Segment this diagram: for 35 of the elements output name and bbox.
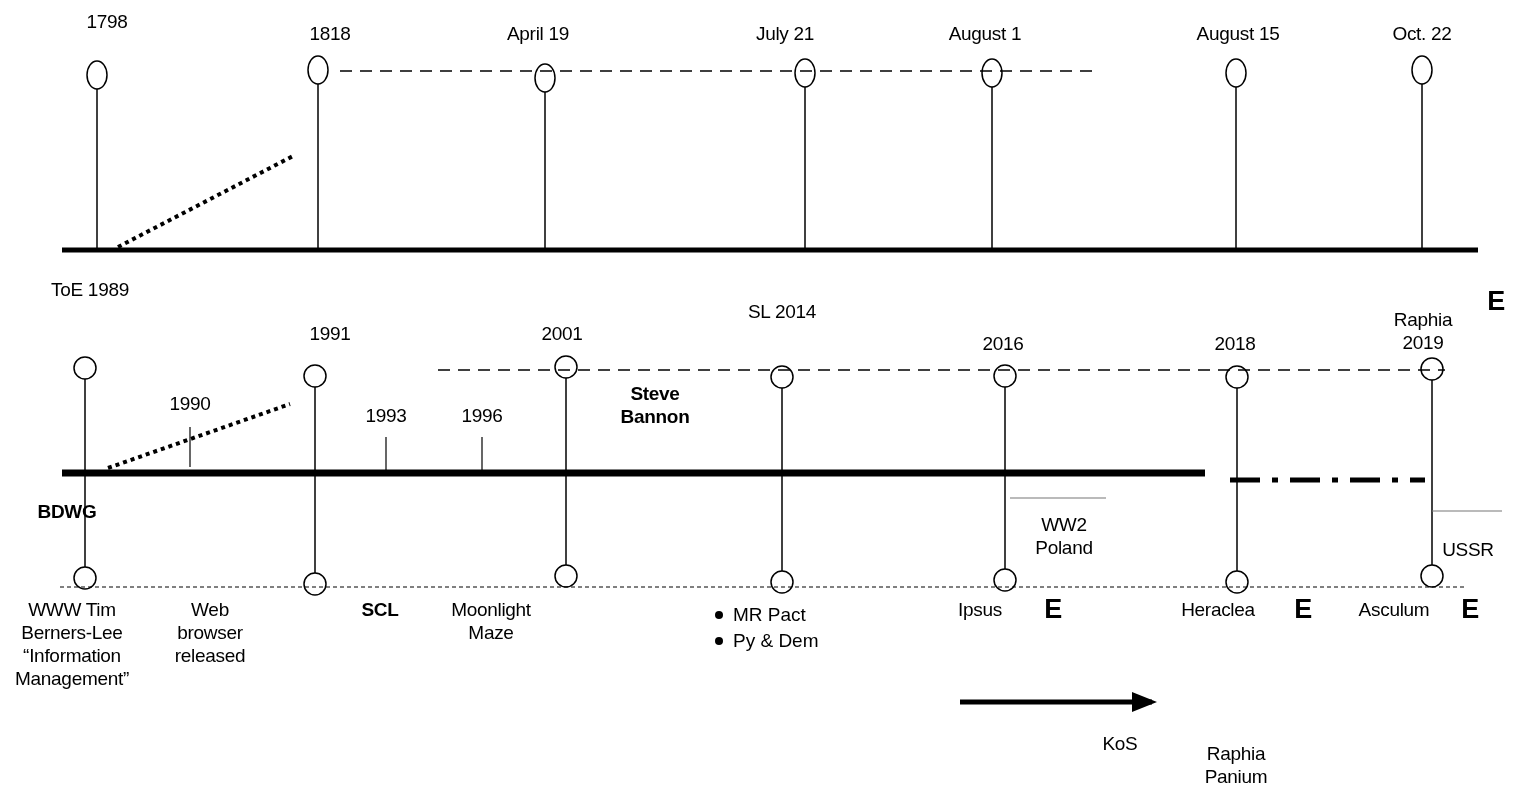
place-label: Heraclea: [1180, 598, 1256, 621]
event-label: Raphia 2019: [1392, 308, 1454, 354]
event-note: Moonlight Maze: [450, 598, 532, 644]
year-label: 2001: [540, 322, 584, 345]
event-label: ToE 1989: [50, 278, 130, 301]
marker-letter: E: [1460, 594, 1480, 624]
year-label: 2016: [981, 332, 1025, 355]
year-label: 1996: [460, 404, 504, 427]
place-label: Ipsus: [957, 598, 1003, 621]
name-label: Steve Bannon: [619, 382, 691, 428]
year-label: 1818: [308, 22, 352, 45]
marker-letter: E: [1293, 594, 1313, 624]
note-label: USSR: [1441, 538, 1495, 561]
place-label: Raphia Panium: [1203, 742, 1269, 788]
year-label: 1993: [364, 404, 408, 427]
year-label: 1798: [85, 10, 129, 33]
date-label: Oct. 22: [1391, 22, 1453, 45]
year-label: 1990: [168, 392, 212, 415]
place-label: Asculum: [1357, 598, 1431, 621]
bullet-item: MR Pact: [733, 603, 806, 627]
year-label: 2018: [1213, 332, 1257, 355]
marker-letter: E: [1043, 594, 1063, 624]
year-label: 1991: [308, 322, 352, 345]
event-note: WWW Tim Berners-Lee “Information Management”: [14, 598, 130, 690]
event-note: Web browser released: [173, 598, 247, 667]
date-label: April 19: [506, 22, 570, 45]
arrow-label: KoS: [1101, 732, 1139, 755]
date-label: August 1: [947, 22, 1023, 45]
date-label: August 15: [1195, 22, 1281, 45]
group-label: SCL: [360, 598, 400, 621]
note-label: WW2 Poland: [1034, 513, 1094, 559]
date-label: July 21: [754, 22, 816, 45]
event-label: SL 2014: [747, 300, 817, 323]
bullet-item: Py & Dem: [733, 629, 819, 653]
marker-letter: E: [1486, 286, 1506, 316]
